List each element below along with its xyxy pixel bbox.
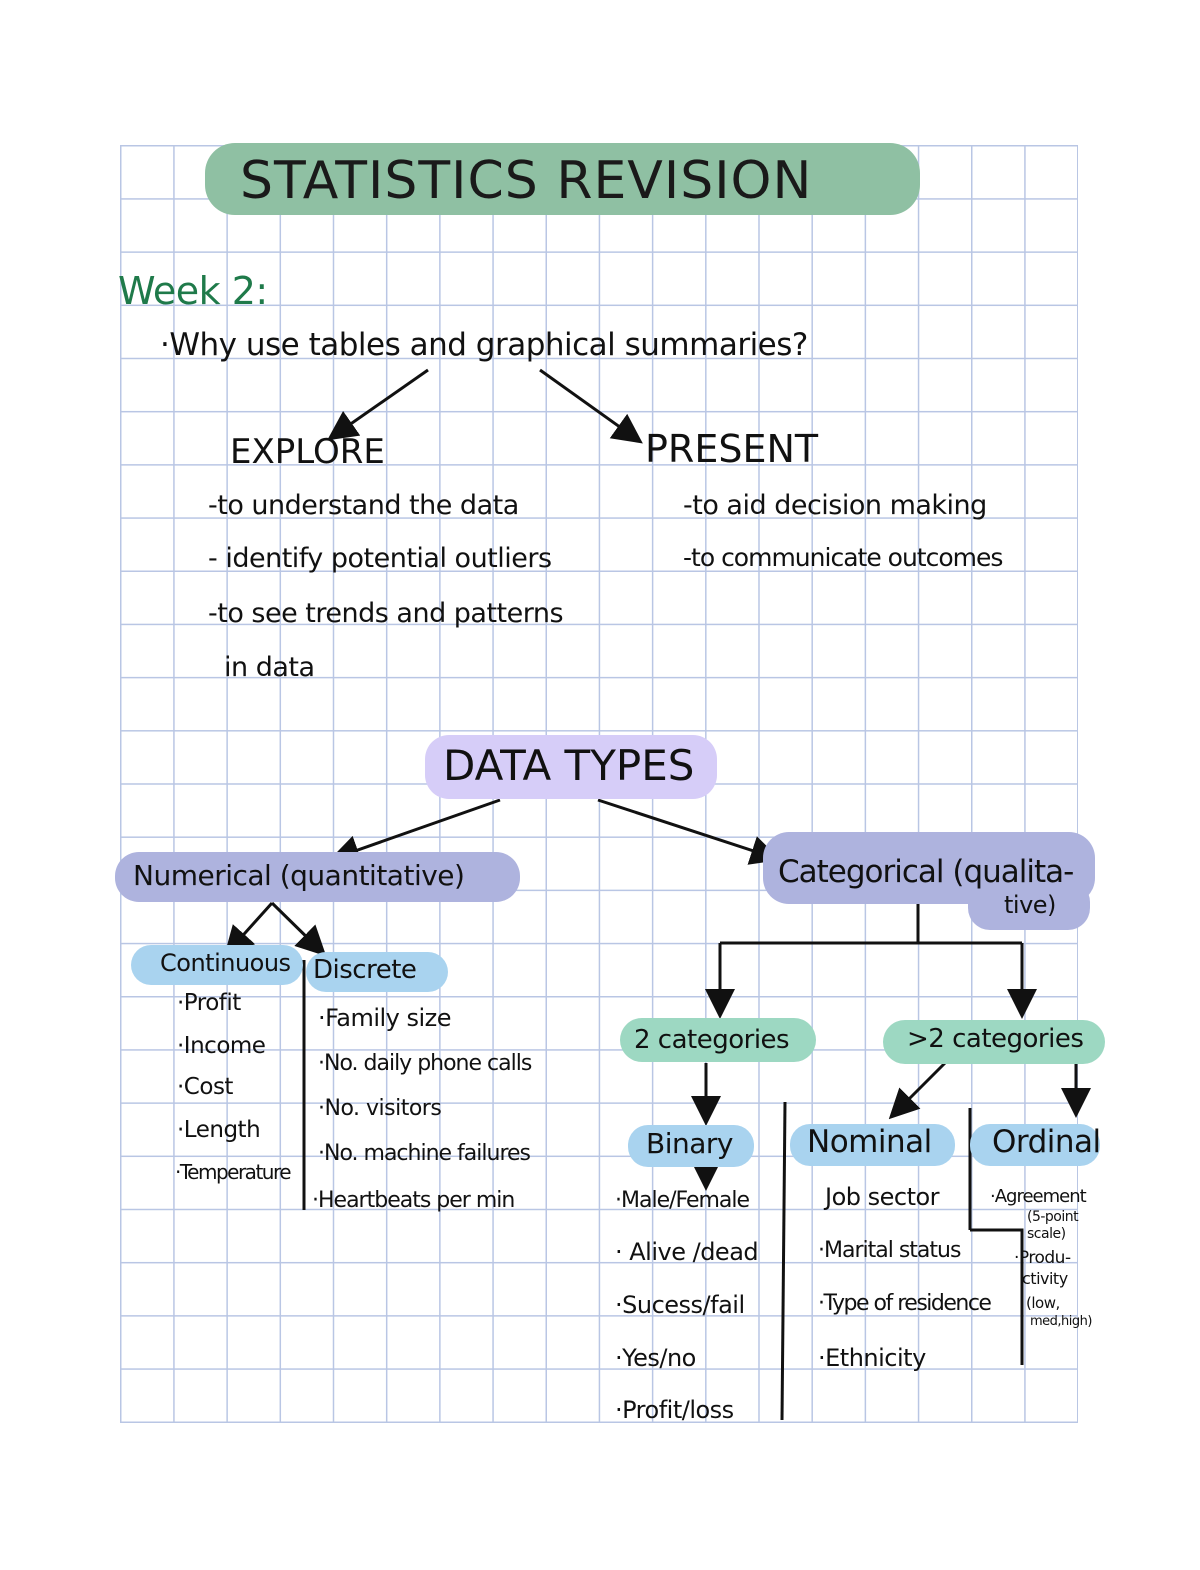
arrow-to-nominal (888, 1056, 952, 1120)
ordinal-label: Ordinal (992, 1124, 1101, 1160)
ordinal-item: med,high) (1030, 1314, 1092, 1329)
title-highlight (205, 143, 920, 215)
two-categories-label: 2 categories (634, 1025, 790, 1055)
ordinal-item: (5-point (1027, 1209, 1079, 1225)
categorical-highlight-tail (968, 880, 1090, 930)
arrow-to-present (539, 368, 643, 444)
page-title: STATISTICS REVISION (240, 151, 813, 211)
continuous-highlight (131, 945, 303, 985)
explore-item: -to see trends and patterns (208, 598, 564, 629)
more-categories-label: >2 categories (907, 1024, 1084, 1054)
discrete-item: ·No. visitors (318, 1096, 442, 1121)
binary-label: Binary (646, 1127, 733, 1160)
present-item: -to communicate outcomes (683, 543, 1003, 572)
binary-item: ·Yes/no (615, 1344, 696, 1372)
nominal-highlight (790, 1124, 955, 1166)
more-categories-highlight (883, 1020, 1105, 1064)
binary-item: ·Profit/loss (615, 1396, 734, 1424)
continuous-label: Continuous (160, 949, 291, 977)
arrow-to-continuous (223, 901, 274, 957)
explore-heading: EXPLORE (230, 432, 385, 472)
present-heading: PRESENT (645, 427, 819, 471)
ordinal-item: ·Agreement (990, 1186, 1087, 1207)
numerical-label: Numerical (quantitative) (133, 859, 465, 892)
arrow-to-discrete (270, 901, 327, 957)
discrete-item: ·Family size (318, 1004, 452, 1032)
question-text: ·Why use tables and graphical summaries? (160, 327, 808, 363)
nominal-label: Nominal (807, 1124, 932, 1160)
ordinal-item: (low, (1026, 1294, 1060, 1312)
arrow-to-numerical (329, 798, 501, 865)
ordinal-item: ctivity (1022, 1269, 1068, 1288)
week-heading: Week 2: (118, 269, 268, 313)
data-types-heading: DATA TYPES (443, 741, 695, 790)
numerical-highlight (115, 852, 520, 902)
binary-item: · Alive /dead (615, 1238, 759, 1266)
binary-item: ·Sucess/fail (615, 1291, 745, 1319)
data-types-highlight (425, 735, 717, 799)
categorical-label: Categorical (qualita- (778, 854, 1074, 890)
explore-item: - identify potential outliers (208, 543, 552, 574)
discrete-item: ·No. machine failures (318, 1141, 531, 1166)
ordinal-item: ·Produ- (1014, 1248, 1071, 1268)
binary-highlight (628, 1125, 754, 1167)
arrow-to-explore (327, 368, 429, 441)
ordinal-item: scale) (1027, 1226, 1066, 1242)
discrete-item: ·No. daily phone calls (318, 1051, 532, 1076)
discrete-item: ·Heartbeats per min (312, 1188, 515, 1213)
two-categories-highlight (620, 1018, 816, 1062)
present-item: -to aid decision making (683, 490, 987, 521)
discrete-label: Discrete (313, 955, 417, 985)
continuous-item: ·Length (177, 1117, 261, 1143)
arrow-to-categorical (597, 798, 781, 865)
continuous-item: ·Income (177, 1033, 266, 1059)
categorical-label-continued: tive) (1004, 891, 1056, 919)
nominal-item: Job sector (825, 1183, 940, 1211)
nominal-item: ·Ethnicity (818, 1344, 926, 1372)
bracket-ordinal (970, 1228, 1024, 1365)
explore-item: -to understand the data (208, 490, 519, 521)
explore-item: in data (224, 652, 315, 683)
ordinal-highlight (970, 1124, 1100, 1166)
continuous-item: ·Cost (177, 1074, 233, 1100)
discrete-highlight (306, 952, 448, 992)
nominal-item: ·Type of residence (818, 1291, 992, 1316)
nominal-item: ·Marital status (818, 1238, 961, 1263)
continuous-item: ·Temperature (175, 1160, 292, 1184)
divider-binary-nominal (780, 1101, 787, 1421)
continuous-item: ·Profit (177, 990, 241, 1016)
binary-item: ·Male/Female (615, 1188, 750, 1213)
